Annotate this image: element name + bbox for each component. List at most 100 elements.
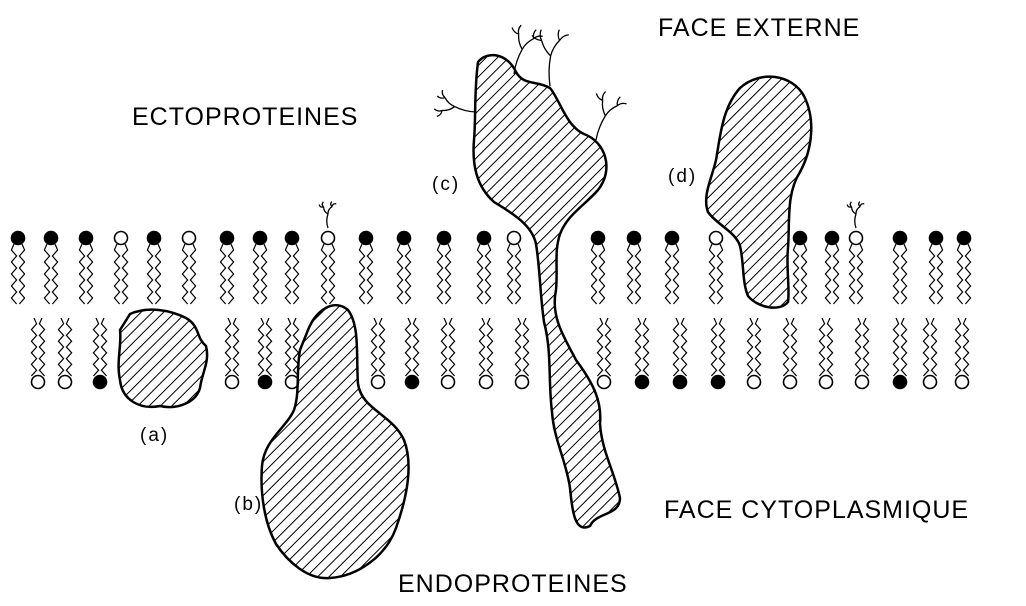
lipid-tail bbox=[58, 318, 63, 376]
glycan-branch bbox=[596, 116, 605, 140]
lipid-head-filled bbox=[930, 232, 943, 245]
lipid-tail bbox=[635, 244, 640, 304]
lipid-tail bbox=[793, 244, 798, 304]
lipid-head-filled bbox=[259, 376, 272, 389]
lipid-tail bbox=[931, 318, 936, 376]
lipid-tail bbox=[114, 244, 119, 304]
lipid-tail bbox=[147, 244, 152, 304]
lipid-tail bbox=[359, 244, 364, 304]
lipid-tail bbox=[893, 318, 898, 376]
lipid-tail bbox=[965, 244, 970, 304]
lipid-head-open bbox=[784, 376, 797, 389]
glycan-branch bbox=[518, 25, 521, 34]
lipid-tail bbox=[445, 244, 450, 304]
lipid-tail bbox=[182, 244, 187, 304]
lipid-tail bbox=[321, 244, 326, 304]
lipid-head-filled bbox=[794, 232, 807, 245]
lipid-tail bbox=[371, 318, 376, 376]
lipid-head-open bbox=[710, 232, 723, 245]
lipid-tail bbox=[437, 244, 442, 304]
glycan-branch bbox=[328, 207, 332, 214]
protein-b-label: (b) bbox=[234, 494, 263, 515]
lipid-tail bbox=[228, 244, 233, 304]
lipid-head-filled bbox=[592, 232, 605, 245]
glycan-branch bbox=[617, 103, 626, 105]
lipid-tail bbox=[755, 318, 760, 376]
lipid-tail bbox=[963, 318, 968, 376]
glycan-branch bbox=[324, 207, 328, 214]
lipid-head-filled bbox=[958, 232, 971, 245]
lipid-head-open bbox=[226, 376, 239, 389]
glycan-branch bbox=[602, 100, 605, 115]
lipid-tail bbox=[285, 244, 290, 304]
lipid-head-filled bbox=[478, 232, 491, 245]
lipid-head-open bbox=[32, 376, 45, 389]
lipid-tail bbox=[957, 244, 962, 304]
lipid-tail bbox=[599, 244, 604, 304]
lipid-head-filled bbox=[45, 232, 58, 245]
lipid-head-open bbox=[924, 376, 937, 389]
lipid-tail bbox=[19, 244, 24, 304]
lipid-head-filled bbox=[636, 376, 649, 389]
lipid-tail bbox=[627, 244, 632, 304]
lipid-tail bbox=[441, 318, 446, 376]
lipid-tail bbox=[39, 318, 44, 376]
lipid-tail bbox=[833, 244, 838, 304]
lipid-tail bbox=[44, 244, 49, 304]
glycan-branch bbox=[856, 207, 860, 214]
lipid-tail bbox=[673, 318, 678, 376]
lipid-tail bbox=[783, 318, 788, 376]
lipid-tail bbox=[122, 244, 127, 304]
glycan-branch bbox=[605, 106, 617, 116]
lipid-tail bbox=[747, 318, 752, 376]
glycan-branch bbox=[519, 34, 523, 49]
lipid-head-filled bbox=[438, 232, 451, 245]
lipid-tail bbox=[79, 244, 84, 304]
glycan-branch bbox=[455, 107, 476, 112]
glycan-branch bbox=[860, 204, 864, 207]
glycan-branch bbox=[442, 90, 445, 98]
lipid-head-filled bbox=[894, 376, 907, 389]
lipid-tail bbox=[673, 244, 678, 304]
lipid-tail bbox=[487, 318, 492, 376]
lipid-tail bbox=[405, 244, 410, 304]
lipid-head-filled bbox=[360, 232, 373, 245]
lipid-tail bbox=[643, 318, 648, 376]
lipid-head-open bbox=[850, 232, 863, 245]
lipid-head-open bbox=[748, 376, 761, 389]
lipid-head-filled bbox=[398, 232, 411, 245]
lipid-tail bbox=[893, 244, 898, 304]
lipid-tail bbox=[849, 244, 854, 304]
lipid-tail bbox=[827, 318, 832, 376]
lipid-head-filled bbox=[712, 376, 725, 389]
lipid-tail bbox=[825, 244, 830, 304]
lipid-head-filled bbox=[826, 232, 839, 245]
lipid-tail bbox=[293, 244, 298, 304]
lipid-head-filled bbox=[254, 232, 267, 245]
lipid-tail bbox=[711, 318, 716, 376]
lipid-head-open bbox=[372, 376, 385, 389]
protein-c-label: (c) bbox=[432, 174, 460, 195]
lipid-tail bbox=[791, 318, 796, 376]
lipid-head-open bbox=[598, 376, 611, 389]
lipid-head-filled bbox=[12, 232, 25, 245]
glycan-branch bbox=[434, 109, 442, 111]
lipid-head-filled bbox=[286, 232, 299, 245]
lipid-head-filled bbox=[80, 232, 93, 245]
lipid-tail bbox=[253, 244, 258, 304]
lipid-head-open bbox=[856, 376, 869, 389]
glycan-branch bbox=[442, 107, 455, 111]
lipid-tail bbox=[923, 318, 928, 376]
lipid-tail bbox=[819, 318, 824, 376]
lipid-tail bbox=[863, 318, 868, 376]
lipid-head-open bbox=[820, 376, 833, 389]
lipid-tail bbox=[367, 244, 372, 304]
lipid-head-open bbox=[442, 376, 455, 389]
lipid-head-filled bbox=[628, 232, 641, 245]
lipid-tail bbox=[258, 318, 263, 376]
lipid-head-open bbox=[516, 376, 529, 389]
lipid-tail bbox=[855, 318, 860, 376]
lipid-tail bbox=[515, 318, 520, 376]
lipid-tail bbox=[285, 318, 290, 376]
lipid-tail bbox=[901, 318, 906, 376]
